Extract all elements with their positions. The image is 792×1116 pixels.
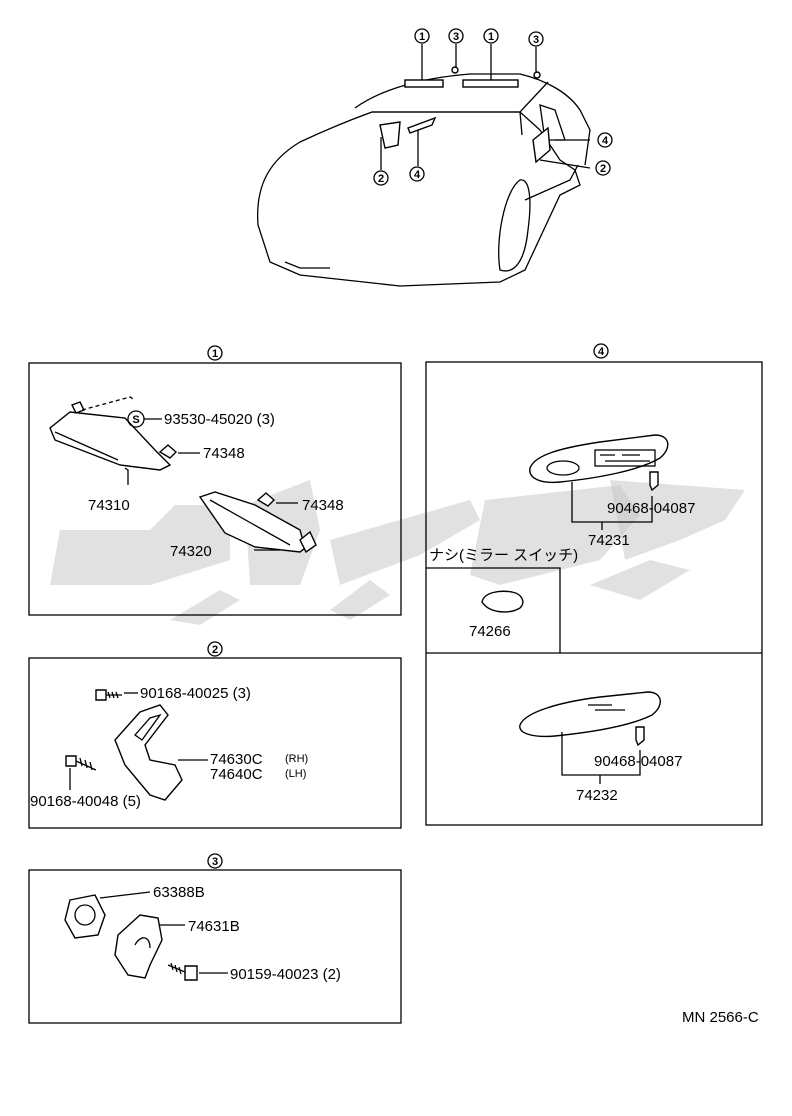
part-74232: 74232 [576,787,618,804]
overview-callout-4b: 4 [409,166,425,182]
car-outline [256,73,591,287]
svg-text:4: 4 [598,346,605,358]
svg-text:2: 2 [212,644,218,656]
svg-text:4: 4 [414,169,421,181]
part-74640c: 74640C [210,766,263,783]
overview-leaders [380,44,591,170]
part-90159-40023: 90159-40023 (2) [230,966,341,983]
overview-callout-1b: 1 [483,28,499,44]
cap-74266 [481,590,524,613]
switch-panel-74231 [529,434,669,530]
overview-callout-3a: 3 [448,28,464,44]
svg-text:1: 1 [419,31,425,43]
switch-panel-74232 [519,691,661,784]
clip-74348-a [158,444,200,459]
screw-90168-40025-icon [95,689,138,701]
section-2-frame [28,657,402,829]
part-74348-b: 74348 [302,497,344,514]
section-3-frame [28,869,402,1024]
screw-symbol-icon: S [127,410,145,428]
grab-handle-74630c [114,704,208,801]
svg-text:2: 2 [600,163,606,175]
car-overview-parts [379,66,551,164]
svg-text:3: 3 [533,34,539,46]
overview-callout-2a: 2 [595,160,611,176]
overview-callout-2b: 2 [373,170,389,186]
part-74320: 74320 [170,543,212,560]
svg-text:3: 3 [212,856,218,868]
lamp-socket-63388b [64,891,151,939]
part-90468-04087-a: 90468-04087 [607,500,695,517]
section-4-header: 4 [593,343,609,359]
section-1-header: 1 [207,345,223,361]
sun-visor-74320 [198,491,317,554]
sun-visor-74310 [49,396,172,485]
section-3-header: 3 [207,853,223,869]
svg-text:4: 4 [602,135,609,147]
watermark-logo [50,480,745,625]
diagram-code: MN 2566-C [682,1009,759,1026]
svg-text:1: 1 [488,31,494,43]
part-74631b: 74631B [188,918,240,935]
screw-90159-40023-icon [167,962,228,981]
part-93530-45020: 93530-45020 (3) [164,411,275,428]
part-74630c: 74630C [210,751,263,768]
svg-text:S: S [132,414,139,426]
overview-callout-4a: 4 [597,132,613,148]
part-74640c-side: (LH) [285,768,306,780]
section-4-frame [425,361,763,826]
part-90468-04087-b: 90468-04087 [594,753,682,770]
overview-callout-3b: 3 [528,31,544,47]
part-90168-40048: 90168-40048 (5) [30,793,141,810]
svg-text:2: 2 [378,173,384,185]
part-74231: 74231 [588,532,630,549]
part-63388b: 63388B [153,884,205,901]
part-74266: 74266 [469,623,511,640]
part-74348-a: 74348 [203,445,245,462]
svg-text:3: 3 [453,31,459,43]
screw-90168-40048-icon [65,755,97,790]
section-1-frame [28,362,402,616]
section-2-header: 2 [207,641,223,657]
cover-74631b [114,914,185,979]
clip-74348-b [256,492,298,507]
overview-callout-1a: 1 [414,28,430,44]
note-no-mirror-switch: ナシ(ミラー スイッチ) [429,547,578,564]
part-74630c-side: (RH) [285,753,308,765]
svg-text:1: 1 [212,348,218,360]
part-90168-40025: 90168-40025 (3) [140,685,251,702]
part-74310: 74310 [88,497,130,514]
